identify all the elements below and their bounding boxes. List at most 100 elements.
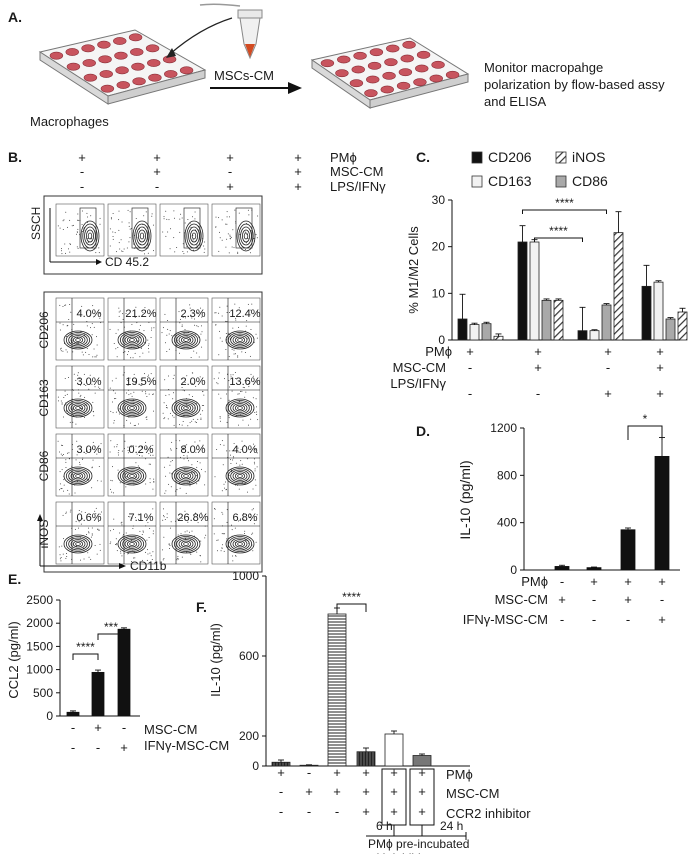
event-dot bbox=[93, 316, 95, 318]
event-dot bbox=[94, 392, 96, 394]
event-dot bbox=[65, 404, 67, 406]
contour-line bbox=[119, 400, 145, 416]
c-row-label-0: PMϕ bbox=[425, 344, 452, 359]
contour-line bbox=[70, 403, 86, 413]
event-dot bbox=[229, 235, 231, 237]
event-dot bbox=[145, 458, 147, 460]
culture-well bbox=[114, 51, 128, 60]
event-dot bbox=[223, 550, 225, 552]
event-dot bbox=[66, 555, 68, 557]
e-sig-1 bbox=[72, 653, 99, 660]
event-dot bbox=[188, 339, 190, 341]
event-dot bbox=[235, 378, 237, 380]
d-condition-sign: - bbox=[560, 574, 564, 589]
contour-line bbox=[82, 223, 98, 249]
event-dot bbox=[228, 415, 230, 417]
contour-line bbox=[75, 542, 81, 546]
b-condition-sign: + bbox=[226, 179, 234, 194]
event-dot bbox=[80, 331, 82, 333]
event-dot bbox=[153, 410, 155, 412]
event-dot bbox=[252, 488, 254, 490]
event-dot bbox=[81, 351, 83, 353]
event-dot bbox=[234, 527, 236, 529]
event-dot bbox=[199, 517, 201, 519]
event-dot bbox=[182, 317, 184, 319]
event-dot bbox=[239, 464, 241, 466]
event-dot bbox=[87, 241, 89, 243]
event-dot bbox=[86, 534, 88, 536]
event-dot bbox=[252, 532, 254, 534]
event-dot bbox=[249, 516, 251, 518]
contour-line bbox=[234, 540, 246, 548]
event-dot bbox=[86, 325, 88, 327]
event-dot bbox=[187, 316, 189, 318]
event-dot bbox=[137, 518, 139, 520]
contour-line bbox=[122, 333, 142, 347]
marker-percent: 19.5% bbox=[125, 376, 156, 388]
event-dot bbox=[65, 511, 67, 513]
flow-plot: 3.0% bbox=[55, 365, 105, 429]
event-dot bbox=[115, 538, 117, 540]
contour-line bbox=[227, 468, 253, 484]
d-sig-label: * bbox=[643, 412, 648, 426]
event-dot bbox=[68, 452, 70, 454]
event-dot bbox=[62, 229, 64, 231]
event-dot bbox=[197, 326, 199, 328]
gate-plot bbox=[159, 203, 209, 257]
d-condition-sign: - bbox=[560, 612, 564, 627]
flow-plot: 3.0% bbox=[55, 433, 105, 497]
event-dot bbox=[189, 422, 191, 424]
event-dot bbox=[219, 444, 221, 446]
event-dot bbox=[127, 452, 129, 454]
event-dot bbox=[64, 252, 66, 254]
event-dot bbox=[204, 241, 206, 243]
f-condition-sign: + bbox=[390, 804, 398, 819]
event-dot bbox=[244, 352, 246, 354]
contour-line bbox=[234, 404, 246, 412]
event-dot bbox=[122, 313, 124, 315]
event-dot bbox=[62, 514, 64, 516]
event-dot bbox=[61, 253, 63, 255]
event-dot bbox=[165, 342, 167, 344]
contour-line bbox=[184, 220, 204, 252]
d-condition-sign: + bbox=[624, 592, 632, 607]
event-dot bbox=[170, 448, 172, 450]
event-dot bbox=[148, 463, 150, 465]
event-dot bbox=[245, 391, 247, 393]
flow-plot-frame bbox=[107, 433, 157, 497]
event-dot bbox=[92, 356, 94, 358]
event-dot bbox=[200, 413, 202, 415]
event-dot bbox=[113, 390, 115, 392]
culture-well bbox=[349, 79, 364, 88]
event-dot bbox=[225, 320, 227, 322]
culture-well bbox=[415, 64, 429, 73]
event-dot bbox=[96, 453, 98, 455]
contour-line bbox=[178, 539, 194, 549]
contour-line bbox=[230, 537, 250, 551]
event-dot bbox=[216, 382, 218, 384]
event-dot bbox=[221, 239, 223, 241]
d-sig bbox=[627, 425, 663, 440]
event-dot bbox=[151, 327, 153, 329]
event-dot bbox=[140, 378, 142, 380]
d-bar bbox=[654, 455, 670, 571]
f-condition-sign: + bbox=[333, 784, 341, 799]
monitor-line-1: Monitor macropahge bbox=[484, 60, 603, 75]
contour-line bbox=[117, 330, 147, 350]
d-condition-sign: + bbox=[658, 574, 666, 589]
event-dot bbox=[146, 416, 148, 418]
b-row-label-lps: LPS/IFNγ bbox=[330, 179, 386, 194]
event-dot bbox=[75, 459, 77, 461]
event-dot bbox=[98, 252, 100, 254]
event-dot bbox=[145, 391, 147, 393]
event-dot bbox=[91, 533, 93, 535]
event-dot bbox=[183, 390, 185, 392]
event-dot bbox=[218, 372, 220, 374]
culture-well bbox=[364, 89, 378, 98]
event-dot bbox=[99, 217, 101, 219]
culture-well bbox=[367, 61, 382, 70]
f-condition-sign: + bbox=[418, 765, 426, 780]
legend-label-cd86: CD86 bbox=[572, 173, 608, 189]
event-dot bbox=[120, 522, 122, 524]
